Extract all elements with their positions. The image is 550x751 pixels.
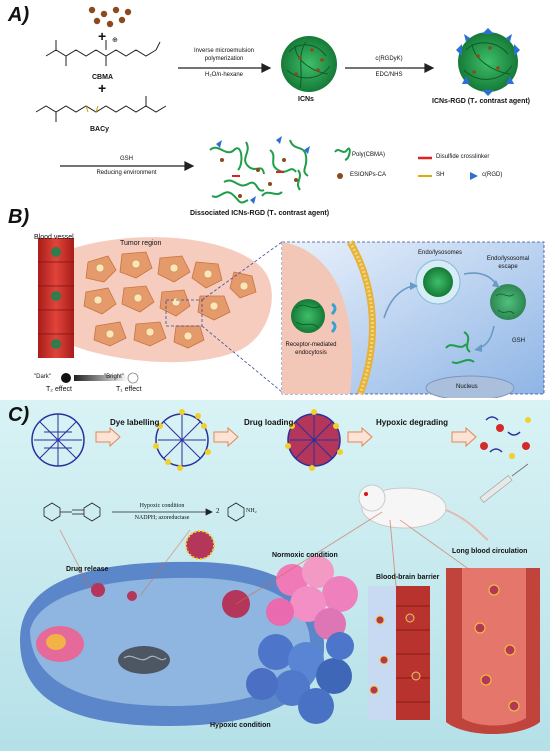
escape-label-2: escape — [498, 264, 518, 270]
gsh-label: GSH — [512, 338, 526, 344]
step2-condition-2: EDC/NHS — [375, 72, 403, 78]
step1-condition-3: H₂O/n-hexane — [204, 72, 243, 78]
t2-effect-label: T₂ effect — [46, 386, 72, 393]
bbb-label: Blood-brain barrier — [376, 574, 440, 581]
long-circulation-label: Long blood circulation — [452, 548, 528, 555]
dissociated-label: Dissociated ICNs-RGD (T₁ contrast agent) — [190, 210, 330, 217]
bacy-label: BACy — [90, 126, 110, 133]
dark-label: "Dark" — [34, 374, 51, 380]
bacy-structure — [35, 96, 167, 122]
reaction-amine: NH₂ — [246, 508, 257, 514]
arrow-step2 — [345, 63, 435, 73]
quaternary-ammonium-charge: ⊕ — [112, 37, 118, 44]
panel-b-label: B) — [8, 206, 30, 228]
reaction-condition-bottom: NADPH; azoreductase — [134, 515, 190, 521]
panel-c — [0, 400, 550, 751]
legend-disulfide-label: Disulfide crosslinker — [436, 154, 490, 160]
legend-esionps-label: ESIONPs-CA — [350, 172, 387, 178]
icns-label: ICNs — [298, 96, 314, 103]
arrow-step1 — [178, 63, 272, 73]
step3-condition-2: Reducing environment — [96, 170, 157, 176]
cbma-plus-sign: + — [98, 28, 107, 44]
drug-loading-label: Drug loading — [244, 418, 294, 427]
step2-condition-1: c(RGDyK) — [375, 56, 403, 62]
panel-b-left — [38, 237, 283, 393]
panel-b-right — [281, 240, 545, 401]
dissociated-network — [209, 139, 309, 204]
bacy-plus-sign: + — [98, 80, 107, 96]
bright-label: "Bright" — [104, 374, 124, 380]
endo-lysosomes-label: Endo/lysosomes — [418, 250, 463, 256]
icns-rgd-label: ICNs-RGD (T₂ contrast agent) — [432, 98, 531, 105]
dissociated-particles — [216, 136, 310, 204]
receptor-label-1: Receptor-mediated — [285, 342, 337, 348]
reaction-condition-top: Hypoxic condition — [139, 503, 185, 509]
panel-a-label: A) — [8, 4, 30, 26]
receptor-label-2: endocytosis — [295, 350, 327, 356]
normoxic-label: Normoxic condition — [272, 552, 338, 559]
icns-nanogel — [281, 36, 337, 92]
step3-condition-1: GSH — [119, 156, 133, 162]
blood-vessel-label: Blood vessel — [34, 234, 74, 241]
cbma-label: CBMA — [92, 74, 113, 81]
drug-release-label: Drug release — [66, 566, 109, 573]
nucleus-label: Nucleus — [456, 384, 478, 390]
t1-effect-label: T₁ effect — [116, 386, 142, 393]
reaction-coefficient: 2 — [216, 507, 220, 515]
legend-sh-label: SH — [436, 172, 445, 178]
legend-rgd-label: c(RGD) — [482, 172, 503, 178]
hypoxic-condition-label: Hypoxic condition — [210, 722, 271, 729]
legend-poly-label: Poly(CBMA) — [352, 152, 386, 158]
hypoxic-degrading-label: Hypoxic degrading — [376, 418, 449, 427]
step1-condition-1: Inverse microemulsion — [193, 48, 255, 54]
dye-labelling-label: Dye labelling — [110, 418, 160, 427]
panel-c-label: C) — [8, 404, 30, 426]
step1-condition-2: polymerization — [204, 56, 244, 62]
arrow-step3 — [60, 161, 195, 171]
cbma-structure — [45, 40, 161, 66]
legend-symbols — [334, 147, 478, 180]
icns-rgd-nanogel — [456, 28, 520, 96]
escape-label-1: Endo/lysosomal — [486, 256, 530, 262]
esionp-dots — [88, 6, 132, 28]
tumor-region-label: Tumor region — [120, 240, 162, 247]
